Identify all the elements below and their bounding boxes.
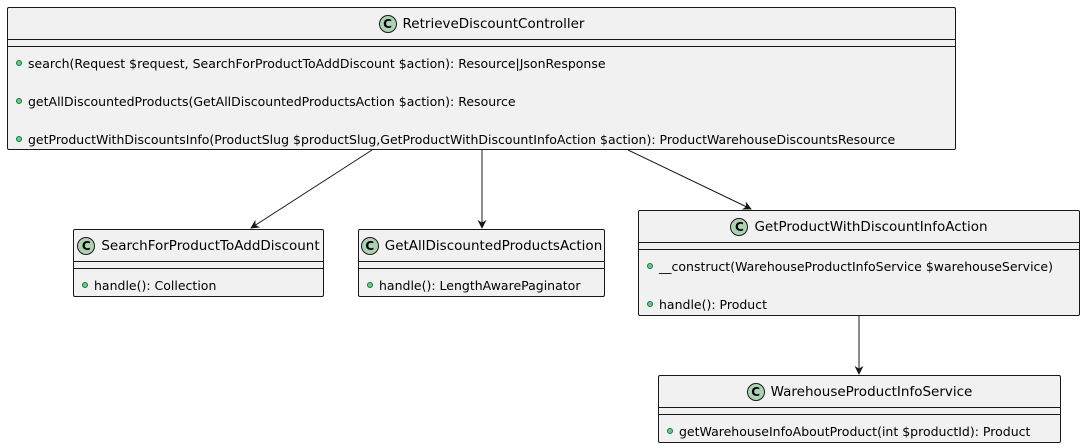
class-header: C WarehouseProductInfoService bbox=[659, 376, 1060, 407]
public-method-icon bbox=[367, 282, 373, 288]
attributes-divider bbox=[8, 39, 955, 40]
method-signature: getAllDiscountedProducts(GetAllDiscounte… bbox=[28, 93, 516, 109]
method-row: handle(): LengthAwarePaginator bbox=[365, 276, 598, 294]
method-signature: __construct(WarehouseProductInfoService … bbox=[659, 258, 1053, 274]
methods-compartment: search(Request $request, SearchForProduc… bbox=[8, 47, 955, 149]
method-row: handle(): Collection bbox=[80, 276, 317, 294]
class-header: C RetrieveDiscountController bbox=[8, 8, 955, 39]
methods-divider bbox=[74, 268, 323, 269]
class-badge-icon: C bbox=[746, 382, 765, 401]
methods-compartment: getWarehouseInfoAboutProduct(int $produc… bbox=[659, 415, 1060, 442]
method-signature: search(Request $request, SearchForProduc… bbox=[28, 55, 606, 71]
method-row: getWarehouseInfoAboutProduct(int $produc… bbox=[665, 422, 1054, 440]
method-row: __construct(WarehouseProductInfoService … bbox=[645, 257, 1073, 275]
method-row: getProductWithDiscountsInfo(ProductSlug … bbox=[14, 130, 949, 148]
class-name: SearchForProductToAddDiscount bbox=[101, 237, 320, 254]
class-header: C GetProductWithDiscountInfoAction bbox=[639, 211, 1079, 242]
class-badge-icon: C bbox=[360, 236, 379, 255]
attributes-divider bbox=[639, 242, 1079, 243]
method-signature: handle(): LengthAwarePaginator bbox=[379, 277, 581, 293]
method-signature: handle(): Product bbox=[659, 296, 768, 312]
public-method-icon bbox=[667, 428, 673, 434]
arrow-controller-to-search bbox=[250, 149, 373, 229]
methods-compartment: handle(): LengthAwarePaginator bbox=[359, 269, 604, 296]
class-name: WarehouseProductInfoService bbox=[770, 383, 973, 400]
class-badge-icon: C bbox=[77, 236, 96, 255]
attributes-divider bbox=[659, 407, 1060, 408]
class-name: RetrieveDiscountController bbox=[402, 15, 585, 32]
class-retrieve-discount-controller: C RetrieveDiscountController search(Requ… bbox=[7, 7, 956, 150]
public-method-icon bbox=[16, 136, 22, 142]
methods-divider bbox=[8, 46, 955, 47]
class-name: GetAllDiscountedProductsAction bbox=[384, 237, 603, 254]
methods-divider bbox=[639, 249, 1079, 250]
attributes-divider bbox=[359, 261, 604, 262]
method-signature: getProductWithDiscountsInfo(ProductSlug … bbox=[28, 131, 896, 147]
class-header: C SearchForProductToAddDiscount bbox=[74, 230, 323, 261]
class-name: GetProductWithDiscountInfoAction bbox=[754, 218, 988, 235]
methods-divider bbox=[659, 414, 1060, 415]
method-signature: getWarehouseInfoAboutProduct(int $produc… bbox=[679, 423, 1031, 439]
methods-compartment: __construct(WarehouseProductInfoService … bbox=[639, 250, 1079, 315]
public-method-icon bbox=[16, 60, 22, 66]
class-header: C GetAllDiscountedProductsAction bbox=[359, 230, 604, 261]
class-search-for-product-to-add-discount: C SearchForProductToAddDiscount handle()… bbox=[73, 229, 324, 297]
methods-compartment: handle(): Collection bbox=[74, 269, 323, 296]
class-badge-icon: C bbox=[378, 14, 397, 33]
arrow-controller-to-get-product-with-discount bbox=[627, 149, 752, 210]
class-get-all-discounted-products-action: C GetAllDiscountedProductsAction handle(… bbox=[358, 229, 605, 297]
public-method-icon bbox=[82, 282, 88, 288]
class-get-product-with-discount-info-action: C GetProductWithDiscountInfoAction __con… bbox=[638, 210, 1080, 316]
public-method-icon bbox=[16, 98, 22, 104]
method-row: search(Request $request, SearchForProduc… bbox=[14, 54, 949, 72]
method-row: getAllDiscountedProducts(GetAllDiscounte… bbox=[14, 92, 949, 110]
attributes-divider bbox=[74, 261, 323, 262]
class-badge-icon: C bbox=[730, 217, 749, 236]
methods-divider bbox=[359, 268, 604, 269]
public-method-icon bbox=[647, 301, 653, 307]
class-warehouse-product-info-service: C WarehouseProductInfoService getWarehou… bbox=[658, 375, 1061, 443]
method-row: handle(): Product bbox=[645, 295, 1073, 313]
method-signature: handle(): Collection bbox=[94, 277, 217, 293]
public-method-icon bbox=[647, 263, 653, 269]
